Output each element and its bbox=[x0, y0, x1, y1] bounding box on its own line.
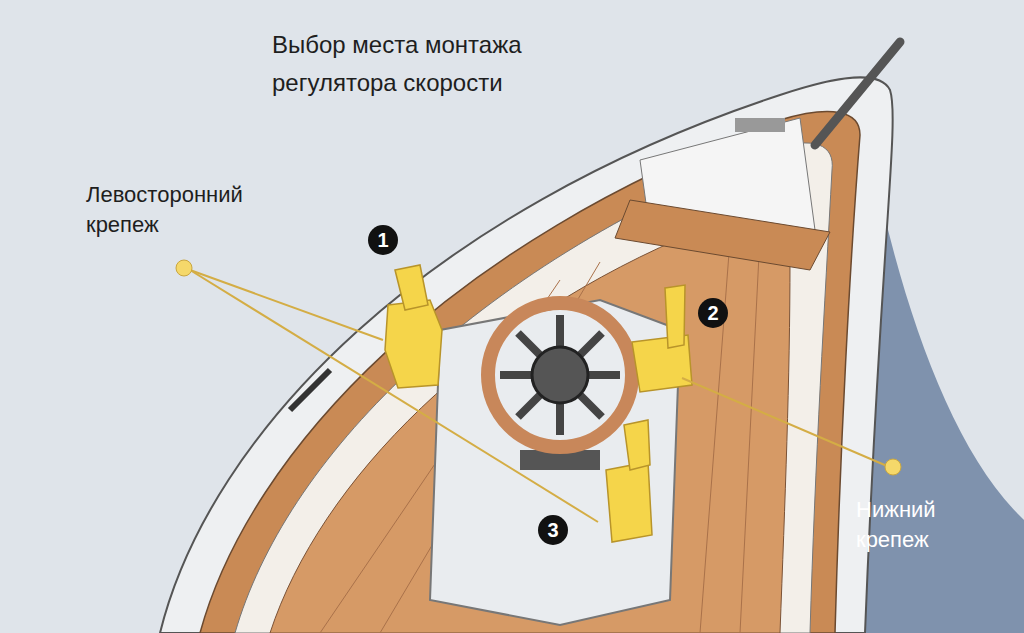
hull bbox=[160, 77, 893, 633]
leader-dot bbox=[176, 260, 192, 276]
wheel-hub bbox=[532, 347, 588, 403]
hatch bbox=[735, 118, 785, 132]
wood-rim bbox=[200, 112, 860, 633]
callout-number: 1 bbox=[368, 225, 398, 255]
leader-lines bbox=[190, 270, 887, 522]
callout-number: 3 bbox=[538, 515, 568, 545]
throttles bbox=[385, 265, 692, 542]
floor-planks bbox=[320, 235, 760, 633]
steering-wheel bbox=[488, 303, 632, 447]
bench bbox=[615, 200, 830, 270]
callout-label: Левосторонний крепеж bbox=[86, 180, 316, 240]
cleat bbox=[290, 370, 330, 410]
floor bbox=[270, 222, 790, 633]
callout-number: 2 bbox=[698, 298, 728, 328]
title: Выбор места монтажа регулятора скорости bbox=[272, 26, 602, 102]
callout-label: Нижний крепеж bbox=[856, 495, 1006, 555]
bow-rail bbox=[815, 42, 900, 145]
wheel-spokes bbox=[500, 315, 620, 435]
leader-dot bbox=[885, 459, 901, 475]
